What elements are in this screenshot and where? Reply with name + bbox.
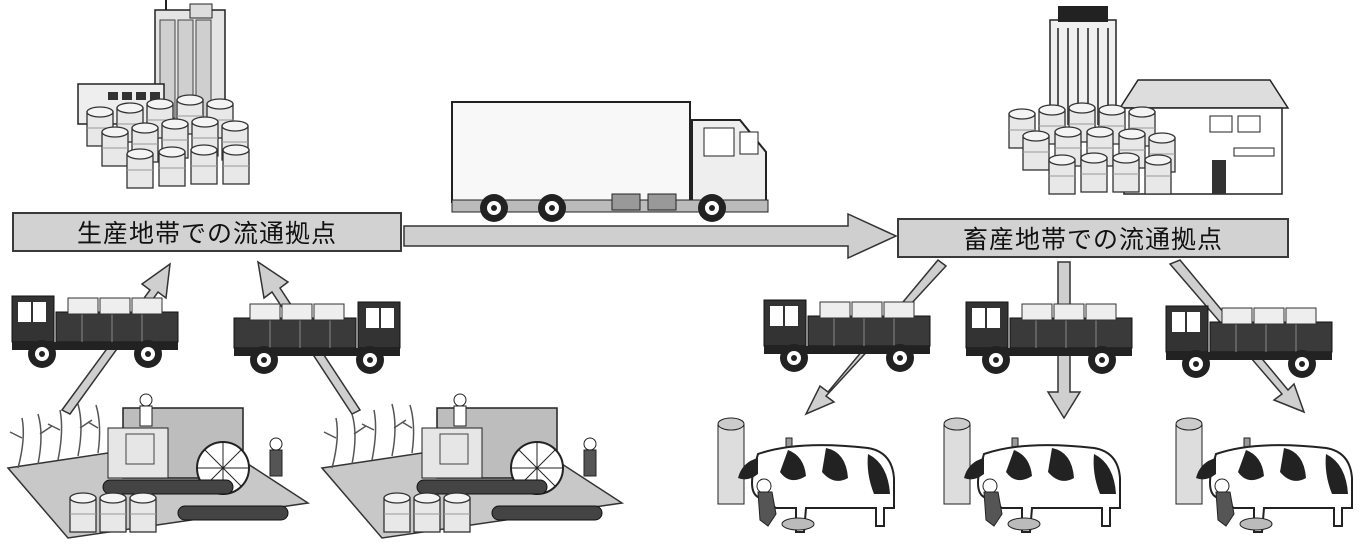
production-hub-label: 生産地帯での流通拠点 [12, 212, 402, 252]
bales-stack-icon [1009, 103, 1175, 194]
harvester-wrapper-icon [8, 394, 308, 538]
flatbed-truck-icon [12, 296, 178, 368]
long-arrow [404, 214, 896, 258]
dairy-cow-icon [1176, 418, 1352, 532]
dairy-cow-icon [718, 418, 894, 532]
dairy-cow-icon [944, 418, 1120, 532]
flatbed-truck-icon [234, 302, 400, 374]
box-truck-icon [452, 102, 768, 222]
harvester-wrapper-icon [322, 394, 622, 538]
livestock-hub-label: 畜産地帯での流通拠点 [897, 218, 1289, 258]
flatbed-truck-icon [764, 300, 930, 372]
flatbed-truck-icon [1166, 306, 1332, 378]
flatbed-truck-icon [966, 302, 1132, 374]
bales-stack-icon [87, 95, 249, 188]
